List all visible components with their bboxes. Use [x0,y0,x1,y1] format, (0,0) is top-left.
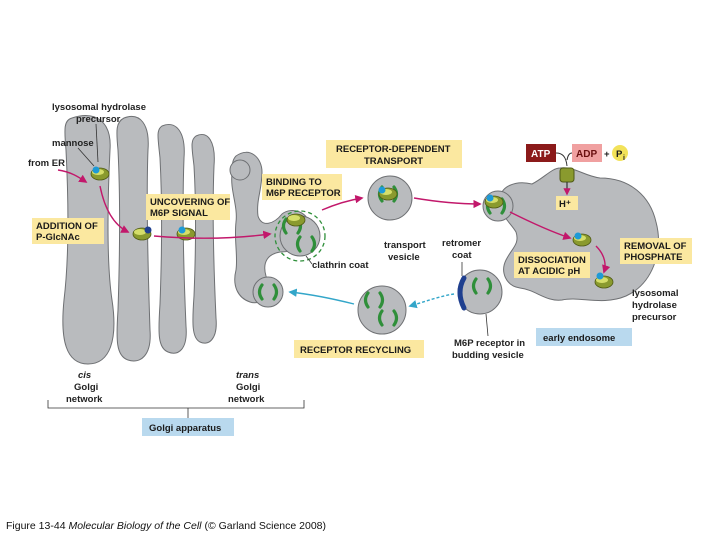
receptor-dependent-line-1: RECEPTOR-DEPENDENT [336,144,451,155]
arrow-medial-to-trans [153,230,272,240]
m6p-receptor-budding-2: budding vesicle [452,350,524,361]
label-box-golgi-apparatus: Golgi apparatus [142,418,234,436]
tgn-bud-top [229,159,251,181]
recycling-vesicle [357,285,407,335]
binding-line-1: BINDING TO [266,177,322,188]
label-box-receptor-dependent: RECEPTOR-DEPENDENT TRANSPORT [326,140,462,168]
atp-text: ATP [531,149,551,160]
plus-sign: + [604,149,610,160]
pi-text: P [616,149,623,160]
trans-golgi-network [231,151,311,304]
clathrin-coat-label: clathrin coat [312,260,369,271]
addition-line-1: ADDITION OF [36,221,98,232]
retromer-coat-label-2: coat [452,250,472,261]
transport-vesicle-label-1: transport [384,240,427,251]
hydrolase-precursor-right-2: hydrolase [632,300,677,311]
hydrolase-precursor-right-3: precursor [632,312,677,323]
label-box-receptor-recycling: RECEPTOR RECYCLING [294,340,424,358]
adp-text: ADP [576,149,597,160]
mannose-dot [92,166,100,174]
h-plus-text: H⁺ [559,199,571,210]
caption-title: Molecular Biology of the Cell [68,520,202,532]
label-box-addition: ADDITION OF P-GlcNAc [32,218,104,244]
from-er-label: from ER [28,158,65,169]
uncovering-line-1: UNCOVERING OF [150,197,230,208]
uncovering-line-2: M6P SIGNAL [150,208,208,219]
removal-line-2: PHOSPHATE [624,252,682,263]
label-box-binding: BINDING TO M6P RECEPTOR [262,174,342,200]
trans-golgi-label-2: Golgi [236,382,260,393]
medial-cisterna-2 [157,124,187,354]
retromer-coat-label-1: retromer [442,238,481,249]
binding-line-2: M6P RECEPTOR [266,188,341,199]
medial-cisterna-1 [116,116,151,362]
receptor-recycling-text: RECEPTOR RECYCLING [300,345,411,356]
caption-prefix: Figure 13-44 [6,520,69,532]
transport-vesicle [367,175,413,221]
mannose-label: mannose [52,138,94,149]
early-endosome-text: early endosome [543,333,615,344]
trans-golgi-label-3: network [228,394,265,405]
trans-golgi-label-1: trans [236,370,259,381]
dissociation-line-2: AT ACIDIC pH [518,266,580,277]
removal-line-1: REMOVAL OF [624,241,687,252]
hydrolase-precursor-right-1: lysosomal [632,288,678,299]
hydrolase-precursor-top-2: precursor [76,114,121,125]
hydrolase-precursor-top-1: lysosomal hydrolase [52,102,146,113]
proton-pump [559,167,575,183]
golgi-bracket [47,400,305,409]
addition-line-2: P-GlcNAc [36,232,80,243]
cis-golgi-label-2: Golgi [74,382,98,393]
atp-adp-group: ATP ADP + P i H⁺ [526,144,628,210]
golgi-apparatus-text: Golgi apparatus [149,423,221,434]
arrow-recycling-to-golgi [288,288,355,305]
arrow-cis-to-medial [99,185,130,233]
arrow-to-transport-vesicle [321,194,364,211]
cis-golgi-label-3: network [66,394,103,405]
clathrin-coated-bud [274,210,326,262]
m6p-receptor-budding-1: M6P receptor in [454,338,525,349]
pi-subscript: i [623,155,625,162]
label-box-early-endosome: early endosome [536,328,632,346]
figure-caption: Figure 13-44 Molecular Biology of the Ce… [6,520,326,532]
label-box-uncovering: UNCOVERING OF M6P SIGNAL [146,194,230,220]
arrow-endosome-to-recycling [408,293,455,309]
recycled-receptors-golgi [252,276,284,308]
label-box-removal: REMOVAL OF PHOSPHATE [620,238,692,264]
dissociation-line-1: DISSOCIATION [518,255,586,266]
transport-vesicle-label-2: vesicle [388,252,420,263]
arrow-removal [595,245,611,274]
arrows [57,169,611,309]
cis-golgi-label-1: cis [78,370,91,381]
receptor-dependent-line-2: TRANSPORT [364,156,423,167]
arrow-to-endosome [413,197,482,209]
arrow-from-er [57,169,88,183]
arrow-dissociation [509,211,572,240]
label-box-dissociation: DISSOCIATION AT ACIDIC pH [514,252,590,278]
caption-suffix: (© Garland Science 2008) [201,520,326,532]
